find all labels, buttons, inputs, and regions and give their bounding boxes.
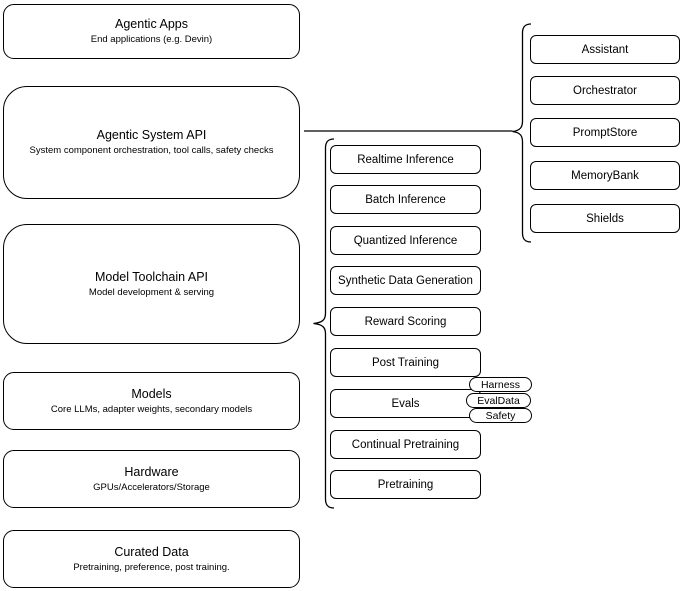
service-box-evals: Evals	[330, 389, 481, 418]
component-box-promptstore: PromptStore	[530, 118, 680, 147]
layer-box-agentic-system-api: Agentic System API System component orch…	[3, 86, 300, 199]
layer-subtitle: System component orchestration, tool cal…	[29, 145, 274, 156]
service-box-continual-pretraining: Continual Pretraining	[330, 430, 481, 459]
eval-tag-evaldata: EvalData	[466, 393, 531, 408]
eval-tag-harness: Harness	[469, 377, 532, 392]
service-box-realtime-inference: Realtime Inference	[330, 145, 481, 174]
layer-box-model-toolchain-api: Model Toolchain API Model development & …	[3, 224, 300, 344]
layer-box-agentic-apps: Agentic Apps End applications (e.g. Devi…	[3, 4, 300, 59]
component-box-assistant: Assistant	[530, 35, 680, 64]
layer-subtitle: Pretraining, preference, post training.	[73, 561, 230, 573]
layer-box-hardware: Hardware GPUs/Accelerators/Storage	[3, 450, 300, 508]
service-box-reward-scoring: Reward Scoring	[330, 307, 481, 336]
service-box-post-training: Post Training	[330, 348, 481, 377]
layer-box-models: Models Core LLMs, adapter weights, secon…	[3, 372, 300, 430]
component-box-memorybank: MemoryBank	[530, 161, 680, 190]
layer-subtitle: Model development & serving	[88, 286, 215, 298]
service-box-synthetic-data-generation: Synthetic Data Generation	[330, 266, 481, 295]
service-box-batch-inference: Batch Inference	[330, 185, 481, 214]
layer-title: Agentic Apps	[115, 17, 188, 31]
component-box-orchestrator: Orchestrator	[530, 76, 680, 105]
component-box-shields: Shields	[530, 204, 680, 233]
system-components-brace	[512, 23, 532, 243]
layer-subtitle: GPUs/Accelerators/Storage	[93, 481, 210, 493]
service-box-pretraining: Pretraining	[330, 470, 481, 499]
eval-tag-safety: Safety	[469, 408, 532, 423]
layer-subtitle: Core LLMs, adapter weights, secondary mo…	[50, 403, 253, 415]
layer-title: Agentic System API	[96, 128, 207, 142]
layer-title: Models	[131, 386, 172, 401]
service-box-quantized-inference: Quantized Inference	[330, 226, 481, 255]
layer-title: Hardware	[124, 464, 179, 479]
layer-box-curated-data: Curated Data Pretraining, preference, po…	[3, 530, 300, 588]
layer-subtitle: End applications (e.g. Devin)	[90, 34, 213, 45]
layer-title: Model Toolchain API	[94, 269, 209, 284]
layer-title: Curated Data	[114, 544, 189, 559]
